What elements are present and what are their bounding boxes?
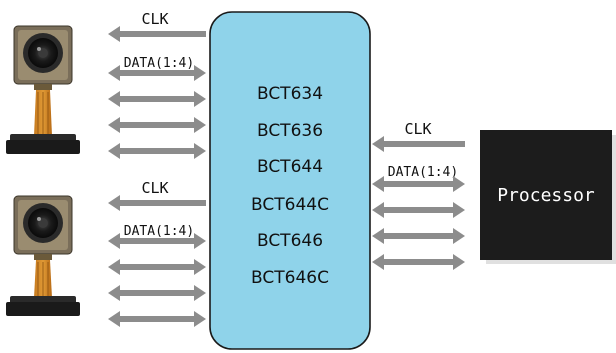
camera1-data-label: DATA(1:4)	[124, 56, 194, 71]
camera2-data-label: DATA(1:4)	[124, 224, 194, 239]
camera1-clk-label: CLK	[141, 10, 168, 28]
processor-data-arrow	[372, 228, 465, 244]
camera1-clk-arrow	[108, 26, 206, 42]
camera2-data-arrow	[108, 259, 206, 275]
camera2-data-arrow	[108, 311, 206, 327]
camera2-clk-label: CLK	[141, 179, 168, 197]
camera2-data-arrow	[108, 233, 206, 249]
part-number-6: BCT646C	[251, 268, 329, 288]
camera1-data-arrow	[108, 117, 206, 133]
part-number-4: BCT644C	[251, 195, 329, 215]
processor-clk-arrow	[372, 136, 465, 152]
camera2-data-arrow	[108, 285, 206, 301]
camera-module-icon	[6, 25, 80, 154]
part-number-2: BCT636	[257, 121, 323, 141]
camera-module-2	[6, 195, 80, 316]
processor-block: Processor	[480, 130, 616, 264]
camera-module-icon	[6, 195, 80, 316]
processor-label: Processor	[497, 185, 595, 206]
processor-data-label: DATA(1:4)	[388, 165, 458, 180]
processor-data-arrow	[372, 176, 465, 192]
camera2-clk-arrow	[108, 195, 206, 211]
camera1-data-arrow	[108, 143, 206, 159]
part-number-1: BCT634	[257, 84, 323, 104]
switch-chip-part-numbers: BCT634 BCT636 BCT644 BCT644C BCT646 BCT6…	[251, 84, 329, 288]
processor-clk-label: CLK	[404, 120, 431, 138]
camera1-data-arrow	[108, 65, 206, 81]
part-number-3: BCT644	[257, 157, 323, 177]
switch-chip-box	[209, 11, 371, 350]
signal-arrows	[108, 26, 465, 327]
processor-data-arrow	[372, 202, 465, 218]
camera1-data-arrow	[108, 91, 206, 107]
processor-data-arrow	[372, 254, 465, 270]
part-number-5: BCT646	[257, 231, 323, 251]
camera-module-1	[6, 25, 80, 154]
